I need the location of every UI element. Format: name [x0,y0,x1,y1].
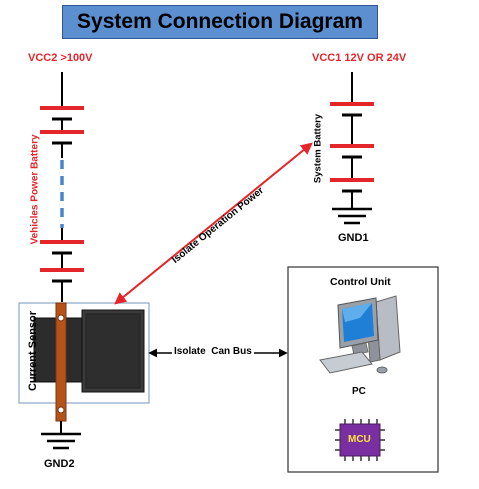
vehicle-battery-label: Vehicles Power Battery [29,134,41,245]
pc-label: PC [352,386,366,397]
vcc1-label: VCC1 12V OR 24V [312,52,407,64]
control-unit-title: Control Unit [330,276,391,288]
gnd1-label: GND1 [338,232,369,244]
diagram-title-box: System Connection Diagram [62,5,378,39]
current-sensor-label: Current Sensor [27,310,39,392]
can-bus-label: Isolate Can Bus [172,346,254,357]
pc-icon [319,295,401,374]
diagram-title: System Connection Diagram [77,10,363,33]
gnd2-label: GND2 [44,458,75,470]
system-battery-label: System Battery [312,113,324,184]
mcu-label: MCU [348,434,371,445]
ground-symbol-gnd2 [41,421,81,450]
vehicle-battery-stack [40,72,84,302]
vcc2-label: VCC2 >100V [28,52,93,64]
isolate-power-arrow [114,142,313,305]
system-battery-stack [330,72,374,209]
ground-symbol-gnd1 [332,207,372,225]
current-sensor [18,302,150,422]
mcu-chip-icon [335,419,385,461]
